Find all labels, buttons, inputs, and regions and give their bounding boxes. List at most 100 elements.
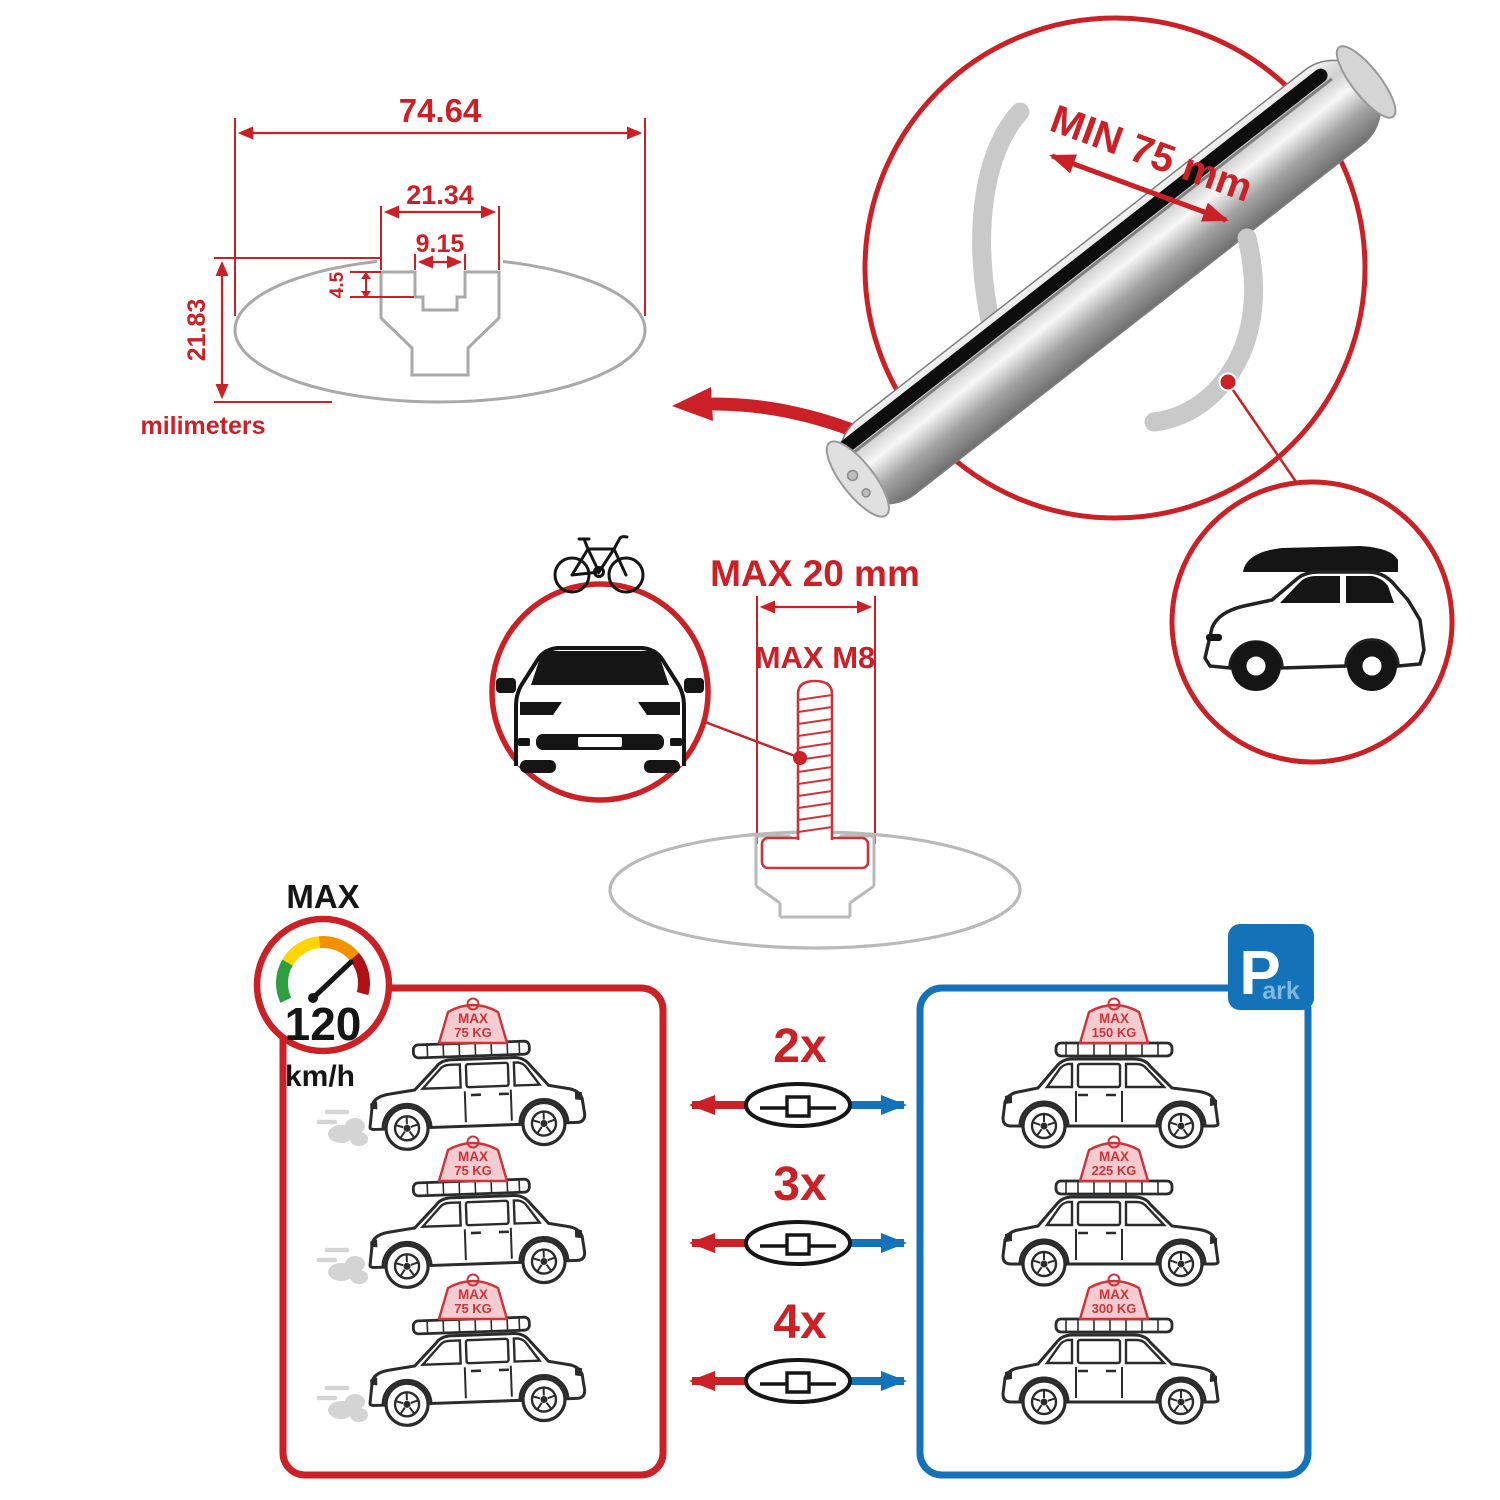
car-mirror-right	[684, 678, 704, 693]
car-front-badge	[489, 535, 711, 803]
crossbar-profile-badge	[744, 1358, 852, 1404]
dim-74-ext	[234, 118, 646, 316]
driving-panel	[279, 984, 667, 1479]
dim-45-arrow-up	[361, 272, 371, 279]
roof-box	[1243, 546, 1398, 572]
dim-lip-depth-label: 4.5	[327, 271, 348, 298]
driving-car-row-1: MAX 75 KG	[316, 997, 586, 1151]
tag-max-label: MAX	[1099, 1287, 1129, 1302]
max-load-tag-parked-1: MAX 150 KG	[1078, 997, 1150, 1045]
speed-max-label: MAX	[286, 878, 359, 915]
park-suffix: ark	[1262, 977, 1300, 1005]
dim-915-ext	[414, 254, 466, 270]
bar-count-label: 3x	[773, 1158, 827, 1211]
roofbox-car-badge	[1169, 479, 1455, 765]
dim-total-height-label: 21.83	[183, 299, 211, 362]
car-tire-right	[644, 760, 680, 773]
tag-kg-label: 75 KG	[454, 1163, 492, 1178]
parking-panel	[916, 984, 1312, 1479]
roof-rail-left-ghost	[972, 102, 1030, 340]
gauge-hub	[308, 993, 318, 1003]
bar-count-row-1: 2x	[689, 1020, 907, 1128]
gauge-yellow	[282, 936, 321, 966]
speedometer: MAX 120 km/h	[253, 878, 393, 1093]
dim-channel-width-label: 21.34	[406, 180, 474, 210]
speed-value: 120	[285, 998, 362, 1050]
car-tire-left	[520, 760, 556, 773]
max-thread-label: MAX M8	[755, 640, 876, 675]
car-foglight-right	[670, 738, 682, 746]
suv-window-rear	[1346, 576, 1394, 603]
gauge-red	[349, 952, 370, 996]
t-bolt-head	[760, 836, 870, 870]
max-width-label: MAX 20 mm	[710, 553, 920, 594]
tag-max-label: MAX	[458, 1287, 488, 1302]
zoom-arrow-shaft	[707, 397, 859, 437]
dim-45-arrow-down	[361, 291, 371, 298]
park-sign-square	[1228, 924, 1314, 1010]
parked-car-row-2: MAX 225 KG	[1003, 1135, 1218, 1286]
dim-slot-width-label: 9.15	[416, 230, 465, 258]
tag-max-label: MAX	[458, 1149, 488, 1164]
speed-units: km/h	[285, 1060, 355, 1093]
bar-count-label: 2x	[773, 1020, 827, 1073]
car-plate	[578, 737, 622, 747]
gauge-orange	[318, 936, 359, 961]
max-load-tag-parked-3: MAX 300 KG	[1078, 1273, 1150, 1321]
tag-max-label: MAX	[458, 1011, 488, 1026]
end-cap-hole	[846, 469, 859, 482]
park-initial: P	[1239, 939, 1280, 1008]
bolt-connector-line	[704, 720, 796, 758]
max-load-tag-driving-3: MAX 75 KG	[437, 1273, 509, 1321]
tag-kg-label: 75 KG	[454, 1301, 492, 1316]
driving-car-row-2: MAX 75 KG	[316, 1135, 586, 1289]
smoke-puffs	[316, 1109, 368, 1146]
bicycle-icon	[553, 535, 645, 594]
bar-count-label: 4x	[773, 1296, 827, 1349]
dot-connector-line	[1231, 389, 1305, 493]
zoom-arrow-head	[672, 387, 713, 421]
parked-car-row-3: MAX 300 KG	[1003, 1273, 1218, 1424]
dim-2183-ext	[214, 257, 380, 403]
cross-section-diagram: 74.64 21.34 9.15 4.5 21.83 milimeters	[140, 92, 859, 440]
bolt-diagram: MAX 20 mm MAX M8	[489, 535, 1022, 950]
bolt-guide-lines	[756, 596, 876, 844]
min-span-arrow	[1049, 153, 1229, 223]
park-sign: P ark	[1228, 924, 1314, 1010]
crossbar-render: MIN 75 mm	[825, 15, 1455, 765]
crossbar-profile-badge	[744, 1220, 852, 1266]
car-headlight-right	[638, 702, 680, 715]
bar-count-row-2: 3x	[689, 1158, 907, 1266]
tag-max-label: MAX	[1099, 1011, 1129, 1026]
load-comparison: MAX 75 KG MAX 75 KG MAX	[253, 878, 1314, 1479]
suv-wheel-front-hub	[1243, 653, 1269, 679]
smoke-puffs	[316, 1247, 368, 1284]
driving-car-row-3: MAX 75 KG	[316, 1273, 586, 1427]
tag-kg-label: 150 KG	[1092, 1025, 1137, 1040]
bar-end-cap-right	[1335, 45, 1397, 119]
bolt-point-dot	[793, 751, 807, 765]
max-load-tag-driving-1: MAX 75 KG	[437, 997, 509, 1045]
crossbar-profile-badge	[744, 1082, 852, 1128]
tag-kg-label: 225 KG	[1092, 1163, 1137, 1178]
dim-45-ext	[350, 271, 414, 298]
gauge-green	[276, 959, 293, 1003]
max-load-tag-parked-2: MAX 225 KG	[1078, 1135, 1150, 1183]
max-load-tag-driving-2: MAX 75 KG	[437, 1135, 509, 1183]
suv-wheel-rear-hub	[1359, 653, 1385, 679]
car-mirror-left	[496, 678, 516, 693]
detail-circle	[862, 15, 1368, 521]
bar-end-cap-left	[825, 440, 890, 518]
suv-headlight	[1206, 634, 1222, 641]
gauge-needle	[310, 959, 354, 1001]
car-foglight-left	[518, 738, 530, 746]
tag-kg-label: 75 KG	[454, 1025, 492, 1040]
car-windshield	[531, 651, 669, 685]
car-headlight-left	[520, 702, 562, 715]
tag-kg-label: 300 KG	[1092, 1301, 1137, 1316]
parked-car-row-1: MAX 150 KG	[1003, 997, 1218, 1148]
suv-window-front	[1280, 576, 1340, 603]
bolt-threads	[797, 694, 833, 833]
